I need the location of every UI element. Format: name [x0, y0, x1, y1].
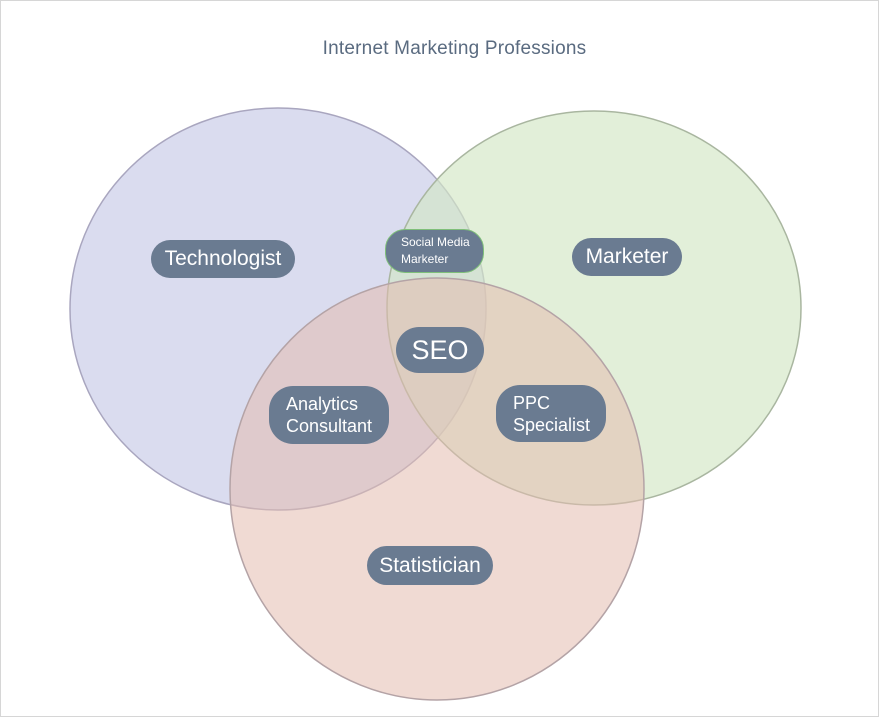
statistician-label: Statistician — [367, 546, 493, 585]
marketer-label: Marketer — [572, 238, 682, 276]
statistician-circle — [229, 277, 645, 701]
social-media-marketer-label: Social Media Marketer — [385, 229, 484, 273]
ppc-specialist-label: PPC Specialist — [496, 385, 606, 442]
analytics-line-2: Consultant — [286, 416, 373, 436]
analytics-consultant-label: Analytics Consultant — [269, 386, 389, 444]
technologist-label: Technologist — [151, 240, 295, 278]
seo-label: SEO — [396, 327, 484, 373]
diagram-title: Internet Marketing Professions — [322, 38, 587, 59]
social-line-2: Marketer — [401, 252, 449, 266]
analytics-line-1: Analytics — [286, 394, 359, 414]
ppc-line-2: Specialist — [513, 414, 591, 435]
ppc-line-1: PPC — [513, 392, 551, 413]
social-line-1: Social Media — [401, 235, 470, 249]
